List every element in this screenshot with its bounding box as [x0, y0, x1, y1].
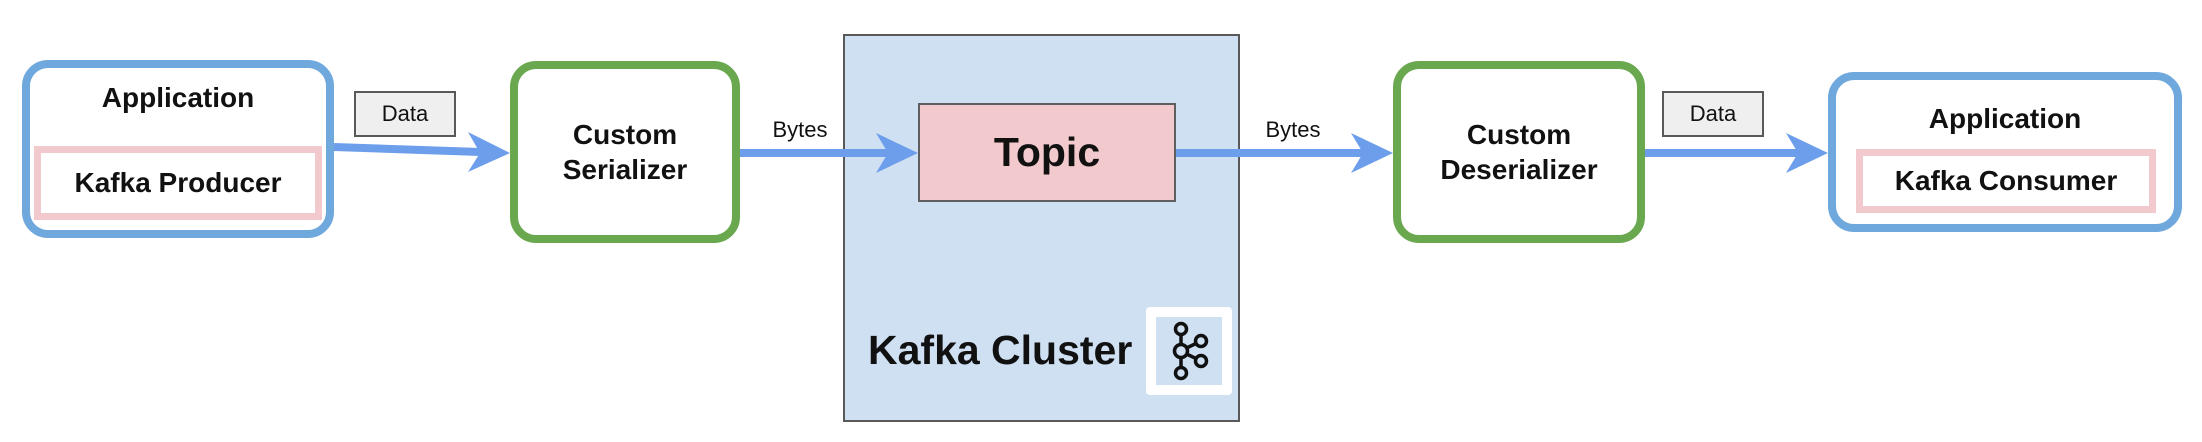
arrowhead-serializer	[468, 132, 510, 172]
consumer-application-title: Application	[1928, 103, 2082, 134]
serializer-line-1: Custom	[572, 119, 678, 150]
arrowhead-topic	[876, 133, 918, 173]
kafka-logo-icon	[1146, 307, 1232, 395]
kafka-cluster-label: Kafka Cluster	[868, 326, 1133, 373]
topic-box: Topic	[918, 103, 1176, 202]
kafka-consumer-box: Kafka Consumer	[1856, 149, 2156, 213]
bytes-label-serializer: Bytes	[772, 117, 828, 142]
custom-serializer-box: Custom Serializer	[510, 61, 740, 243]
data-label-producer: Data	[354, 91, 456, 137]
arrowhead-consumer	[1786, 133, 1828, 173]
data-label-consumer: Data	[1662, 91, 1764, 137]
custom-deserializer-box: Custom Deserializer	[1393, 61, 1645, 243]
deserializer-line-1: Custom	[1466, 119, 1572, 150]
deserializer-line-2: Deserializer	[1440, 154, 1598, 185]
bytes-label-topic: Bytes	[1265, 117, 1321, 142]
arrow-producer-to-serializer	[333, 143, 481, 156]
kafka-producer-box: Kafka Producer	[34, 146, 322, 220]
arrowhead-deserializer	[1351, 133, 1393, 173]
producer-application-title: Application	[101, 82, 255, 113]
serializer-line-2: Serializer	[562, 154, 688, 185]
